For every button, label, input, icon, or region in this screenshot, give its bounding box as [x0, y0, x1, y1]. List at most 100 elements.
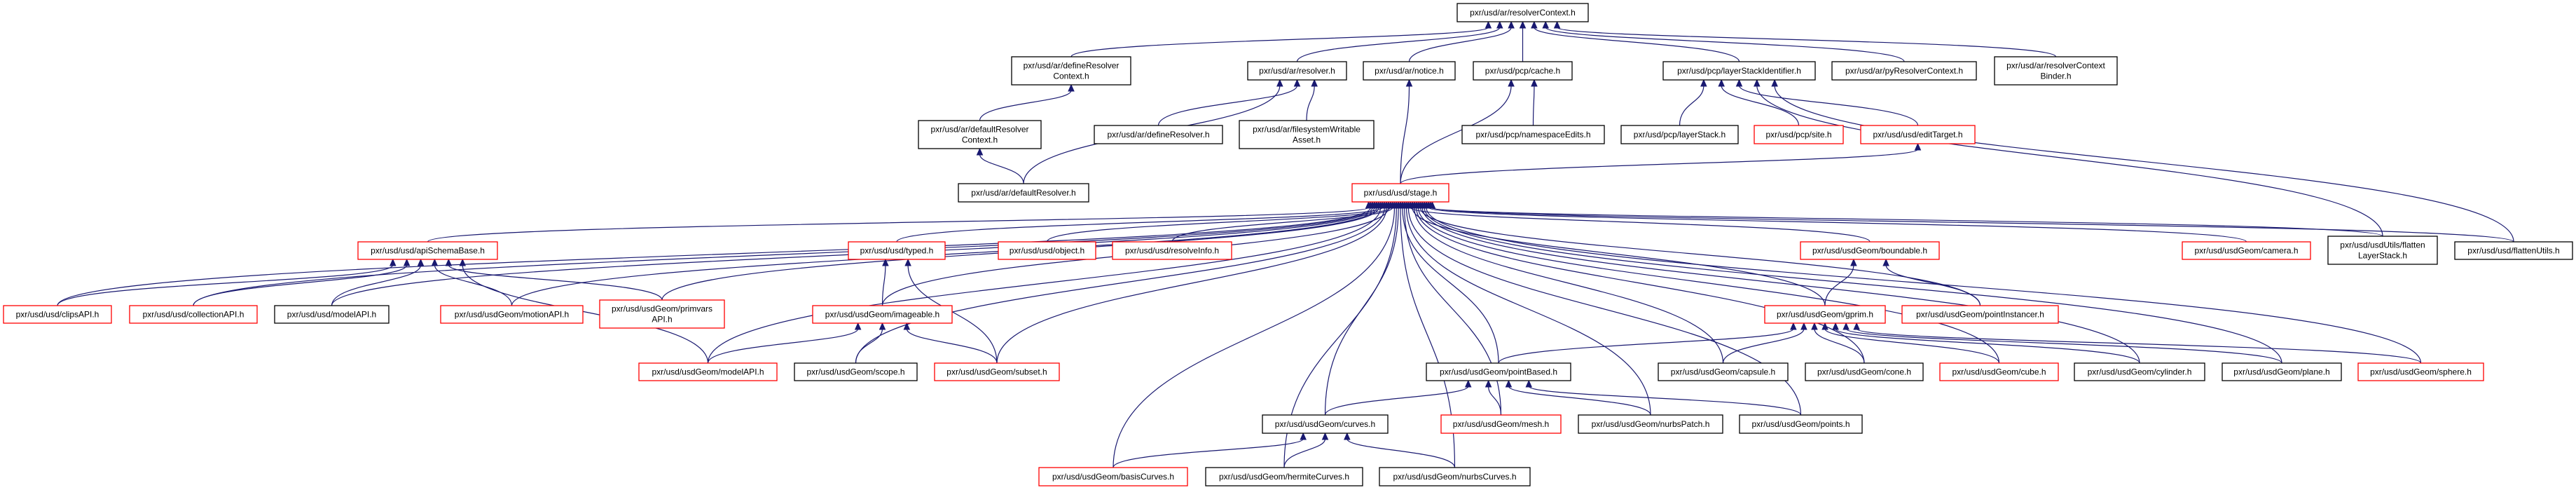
edge-geom-model-a-p-i-to-stage — [707, 207, 1382, 364]
node-subset[interactable]: pxr/usd/usdGeom/subset.h — [934, 362, 1060, 381]
edge-define-resolver-context-to-resolver-context — [1070, 27, 1489, 57]
node-label: pxr/usd/pcp/cache.h — [1485, 66, 1560, 76]
node-nurbs-patch[interactable]: pxr/usd/usdGeom/nurbsPatch.h — [1578, 414, 1723, 434]
node-label: pxr/usd/usdUtils/flatten — [2340, 240, 2425, 250]
edge-layer-stack-identifier-to-resolver-context — [1534, 27, 1740, 62]
edge-flatten-layer-stack-to-layer-stack-identifier — [1756, 85, 2383, 237]
node-clips-a-p-i[interactable]: pxr/usd/usd/clipsAPI.h — [3, 305, 112, 324]
node-layer-stack-identifier[interactable]: pxr/usd/pcp/layerStackIdentifier.h — [1662, 61, 1816, 81]
node-curves[interactable]: pxr/usd/usdGeom/curves.h — [1262, 414, 1389, 434]
node-box — [3, 305, 112, 324]
edge-imageable-to-typed — [881, 264, 886, 306]
node-resolve-info[interactable]: pxr/usd/usd/resolveInfo.h — [1112, 241, 1232, 260]
node-box — [1901, 305, 2059, 324]
node-resolver[interactable]: pxr/usd/ar/resolver.h — [1247, 61, 1347, 81]
node-flatten-utils[interactable]: pxr/usd/usd/flattenUtils.h — [2454, 241, 2573, 260]
node-cone[interactable]: pxr/usd/usdGeom/cone.h — [1805, 362, 1924, 381]
node-scope[interactable]: pxr/usd/usdGeom/scope.h — [794, 362, 918, 381]
node-label: pxr/usd/ar/notice.h — [1375, 66, 1444, 76]
node-layer-stack[interactable]: pxr/usd/pcp/layerStack.h — [1620, 125, 1739, 144]
edge-stage-to-notice — [1400, 85, 1410, 184]
node-namespace-edits[interactable]: pxr/usd/pcp/namespaceEdits.h — [1461, 125, 1605, 144]
node-stage[interactable]: pxr/usd/usd/stage.h — [1351, 183, 1449, 203]
arrowhead-icon — [459, 258, 467, 266]
node-capsule[interactable]: pxr/usd/usdGeom/capsule.h — [1658, 362, 1789, 381]
arrowhead-icon — [1525, 379, 1533, 388]
node-box — [1112, 241, 1232, 260]
node-box — [812, 305, 953, 324]
edge-basis-curves-to-stage — [1113, 207, 1396, 468]
arrowhead-icon — [1542, 20, 1549, 29]
edge-notice-to-resolver-context — [1408, 27, 1512, 62]
node-model-a-p-i[interactable]: pxr/usd/usd/modelAPI.h — [274, 305, 390, 324]
node-site[interactable]: pxr/usd/pcp/site.h — [1754, 125, 1844, 144]
edge-model-a-p-i-to-api-schema-base — [331, 264, 422, 306]
node-points[interactable]: pxr/usd/usdGeom/points.h — [1739, 414, 1863, 434]
node-imageable[interactable]: pxr/usd/usdGeom/imageable.h — [812, 305, 953, 324]
arrowhead-icon — [1068, 83, 1075, 92]
node-box — [1754, 125, 1844, 144]
node-motion-a-p-i[interactable]: pxr/usd/usdGeom/motionAPI.h — [440, 305, 584, 324]
edge-py-resolver-context-to-resolver-context — [1545, 27, 1905, 62]
node-box — [998, 241, 1096, 260]
arrowhead-icon — [1735, 79, 1743, 87]
node-box — [918, 120, 1042, 149]
node-resolver-context[interactable]: pxr/usd/ar/resolverContext.h — [1456, 3, 1589, 22]
node-collection-a-p-i[interactable]: pxr/usd/usd/collectionAPI.h — [129, 305, 258, 324]
node-object[interactable]: pxr/usd/usd/object.h — [998, 241, 1096, 260]
node-cache[interactable]: pxr/usd/pcp/cache.h — [1473, 61, 1573, 81]
node-box — [357, 241, 498, 260]
node-label: pxr/usd/ar/defineResolver — [1024, 61, 1120, 71]
node-label: pxr/usd/ar/defaultResolver.h — [971, 188, 1075, 198]
node-box — [1662, 61, 1816, 81]
arrowhead-icon — [1853, 322, 1860, 330]
node-geom-model-a-p-i[interactable]: pxr/usd/usdGeom/modelAPI.h — [638, 362, 778, 381]
node-default-resolver[interactable]: pxr/usd/ar/defaultResolver.h — [958, 183, 1089, 203]
node-box — [1426, 362, 1571, 381]
node-basis-curves[interactable]: pxr/usd/usdGeom/basisCurves.h — [1038, 467, 1188, 486]
node-cube[interactable]: pxr/usd/usdGeom/cube.h — [1939, 362, 2059, 381]
node-label: pxr/usd/ar/defaultResolver — [930, 125, 1028, 135]
node-box — [1011, 56, 1131, 86]
node-sphere[interactable]: pxr/usd/usdGeom/sphere.h — [2357, 362, 2484, 381]
arrowhead-icon — [1344, 432, 1351, 440]
node-cylinder[interactable]: pxr/usd/usdGeom/cylinder.h — [2074, 362, 2205, 381]
node-typed[interactable]: pxr/usd/usd/typed.h — [848, 241, 946, 260]
arrowhead-icon — [976, 147, 984, 156]
node-label: pxr/usd/usd/object.h — [1010, 246, 1084, 256]
arrowhead-icon — [1428, 200, 1436, 209]
node-boundable[interactable]: pxr/usd/usdGeom/boundable.h — [1800, 241, 1940, 260]
node-label: pxr/usd/usd/apiSchemaBase.h — [371, 246, 485, 256]
node-point-instancer[interactable]: pxr/usd/usdGeom/pointInstancer.h — [1901, 305, 2059, 324]
arrowhead-icon — [1405, 79, 1413, 87]
node-nurbs-curves[interactable]: pxr/usd/usdGeom/nurbsCurves.h — [1379, 467, 1531, 486]
node-mesh[interactable]: pxr/usd/usdGeom/mesh.h — [1440, 414, 1562, 434]
node-hermite-curves[interactable]: pxr/usd/usdGeom/hermiteCurves.h — [1205, 467, 1363, 486]
node-camera[interactable]: pxr/usd/usdGeom/camera.h — [2182, 241, 2311, 260]
edge-subset-to-stage — [996, 207, 1387, 364]
arrowhead-icon — [1914, 142, 1922, 151]
node-point-based[interactable]: pxr/usd/usdGeom/pointBased.h — [1426, 362, 1571, 381]
node-notice[interactable]: pxr/usd/ar/notice.h — [1363, 61, 1456, 81]
node-api-schema-base[interactable]: pxr/usd/usd/apiSchemaBase.h — [357, 241, 498, 260]
edge-hermite-curves-to-curves — [1283, 438, 1326, 468]
node-define-resolver[interactable]: pxr/usd/ar/defineResolver.h — [1094, 125, 1223, 144]
node-plane[interactable]: pxr/usd/usdGeom/plane.h — [2222, 362, 2342, 381]
edge-flatten-utils-to-layer-stack-identifier — [1774, 85, 2514, 243]
edge-typed-to-stage — [896, 207, 1384, 243]
node-edit-target[interactable]: pxr/usd/usd/editTarget.h — [1860, 125, 1976, 144]
node-label: pxr/usd/usdGeom/imageable.h — [825, 310, 939, 320]
node-gprim[interactable]: pxr/usd/usdGeom/gprim.h — [1764, 305, 1886, 324]
node-label: Asset.h — [1293, 135, 1321, 145]
arrowhead-icon — [1531, 20, 1538, 29]
node-label: pxr/usd/usdGeom/nurbsPatch.h — [1592, 419, 1710, 429]
edge-curves-to-stage — [1324, 207, 1399, 416]
node-py-resolver-context[interactable]: pxr/usd/ar/pyResolverContext.h — [1831, 61, 1977, 81]
node-box — [1456, 3, 1589, 22]
